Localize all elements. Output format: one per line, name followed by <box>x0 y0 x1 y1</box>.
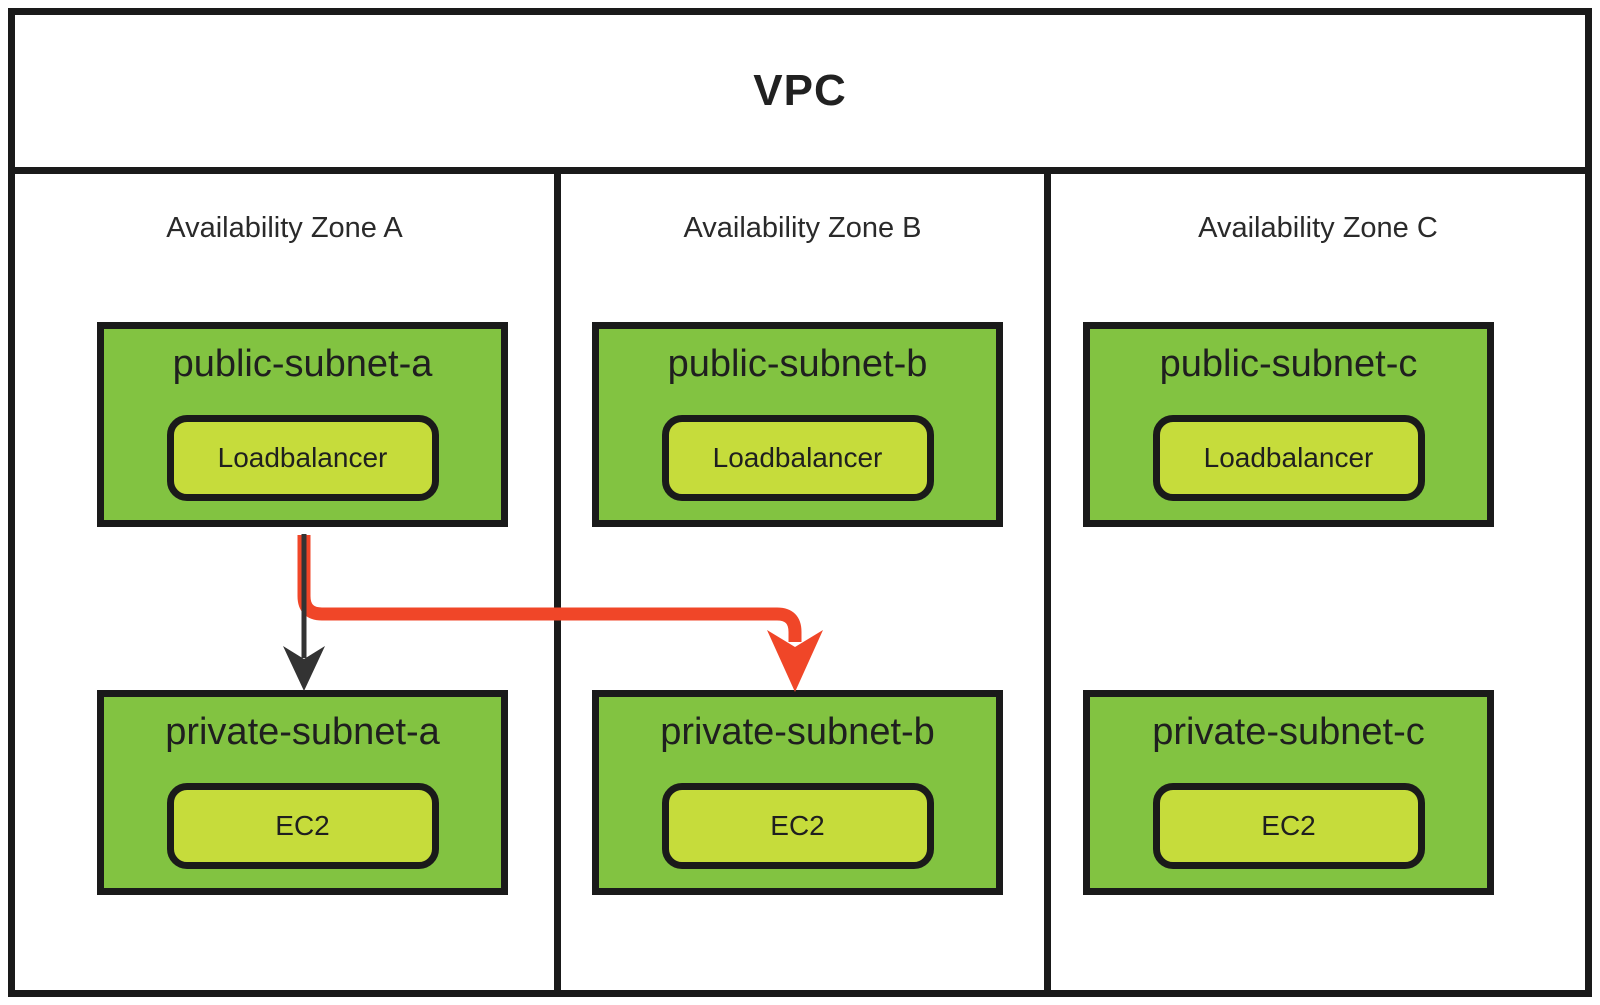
ec2-c-pill: EC2 <box>1152 783 1425 869</box>
vpc-header: VPC <box>15 15 1585 174</box>
private-subnet-c-title: private-subnet-c <box>1152 711 1425 753</box>
ec2-c-label: EC2 <box>1261 810 1316 841</box>
public-subnet-c-title: public-subnet-c <box>1159 343 1418 385</box>
private-subnet-b-box: private-subnet-b EC2 <box>592 690 1003 895</box>
loadbalancer-a-pill: Loadbalancer <box>166 415 439 501</box>
public-subnet-b-box: public-subnet-b Loadbalancer <box>592 322 1003 527</box>
availability-zones-row: Availability Zone A public-subnet-a Load… <box>15 174 1585 990</box>
ec2-a-label: EC2 <box>275 810 330 841</box>
vpc-frame: VPC Availability Zone A public-subnet-a … <box>8 8 1592 997</box>
availability-zone-b: Availability Zone B public-subnet-b Load… <box>554 174 1044 990</box>
loadbalancer-c-pill: Loadbalancer <box>1152 415 1425 501</box>
loadbalancer-b-pill: Loadbalancer <box>661 415 934 501</box>
private-subnet-b-title: private-subnet-b <box>660 711 935 753</box>
loadbalancer-b-label: Loadbalancer <box>712 442 883 473</box>
vpc-title: VPC <box>753 66 847 115</box>
private-subnet-a-box: private-subnet-a EC2 <box>97 690 508 895</box>
ec2-b-label: EC2 <box>770 810 825 841</box>
ec2-a-pill: EC2 <box>166 783 439 869</box>
public-subnet-a-box: public-subnet-a Loadbalancer <box>97 322 508 527</box>
public-subnet-b-title: public-subnet-b <box>667 343 928 385</box>
availability-zone-a: Availability Zone A public-subnet-a Load… <box>15 174 554 990</box>
private-subnet-a-title: private-subnet-a <box>165 711 440 753</box>
public-subnet-c-box: public-subnet-c Loadbalancer <box>1083 322 1494 527</box>
availability-zone-c-label: Availability Zone C <box>1198 212 1438 244</box>
loadbalancer-a-label: Loadbalancer <box>217 442 388 473</box>
availability-zone-c: Availability Zone C public-subnet-c Load… <box>1044 174 1585 990</box>
public-subnet-a-title: public-subnet-a <box>172 343 433 385</box>
loadbalancer-c-label: Loadbalancer <box>1203 442 1374 473</box>
availability-zone-a-label: Availability Zone A <box>166 212 403 244</box>
ec2-b-pill: EC2 <box>661 783 934 869</box>
availability-zone-b-label: Availability Zone B <box>683 212 922 244</box>
private-subnet-c-box: private-subnet-c EC2 <box>1083 690 1494 895</box>
